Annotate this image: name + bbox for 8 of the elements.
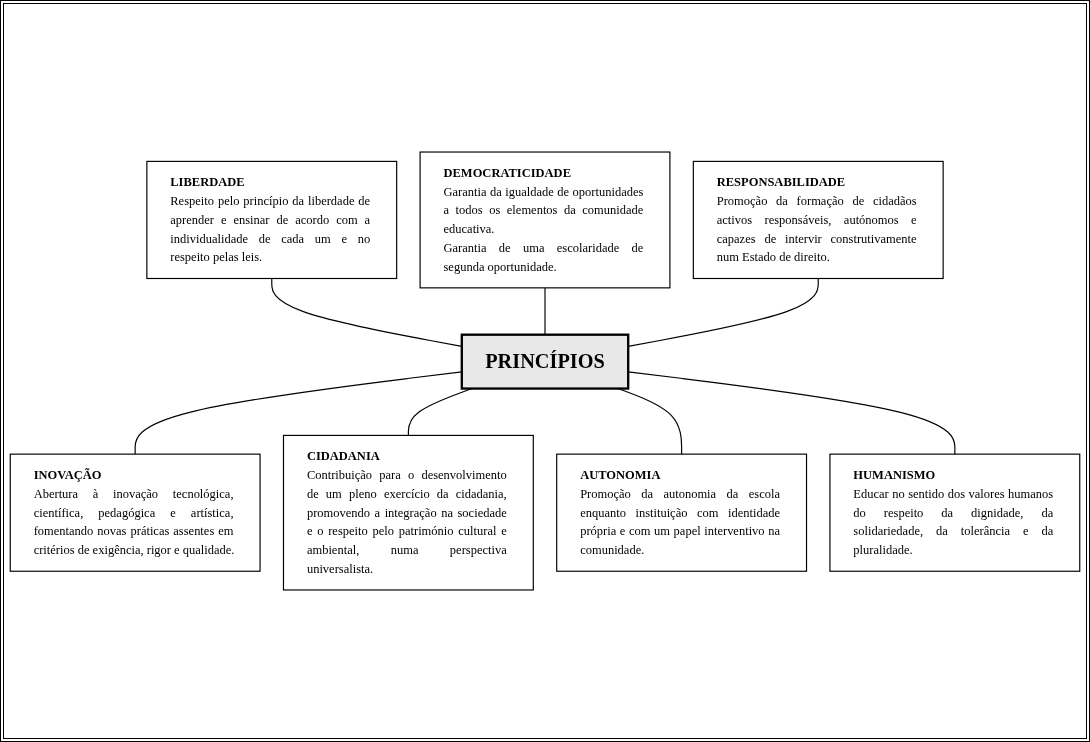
node-box: DEMOCRATICIDADE Garantia da igualdade de oportunidades a todos os elementos da comunidade educativa. Garantia de uma escolaridade de segunda oportunidade. <box>419 151 671 289</box>
node-box: AUTONOMIA Promoção da autonomia da escola enquanto instituição com identidade própria e com um papel interventivo na comunidade. <box>556 453 808 572</box>
node-box: CIDADANIA Contribuição para o desenvolvimento de um pleno exercício da cidadania, promovendo a integração na sociedade e o respeito pelo património cultural e ambiental, numa perspectiva universalista. <box>282 434 534 591</box>
node-box: INOVAÇÃO Abertura à inovação tecnológica, científica, pedagógica e artística, fomentando novas práticas assentes em critérios de exigência, rigor e qualidade. <box>9 453 261 572</box>
node-box: PRINCÍPIOS <box>460 333 630 390</box>
node-box: LIBERDADE Respeito pelo princípio da liberdade de aprender e ensinar de acordo com a individualidade de cada um e no respeito pelas leis. <box>146 160 398 280</box>
node-box: RESPONSABILIDADE Promoção da formação de cidadãos activos responsáveis, autónomos e capazes de intervir construtivamente num Estado de direito. <box>692 160 944 280</box>
node-box: HUMANISMO Educar no sentido dos valores humanos do respeito da dignidade, da solidariedade, da tolerância e da pluralidade. <box>829 453 1081 572</box>
